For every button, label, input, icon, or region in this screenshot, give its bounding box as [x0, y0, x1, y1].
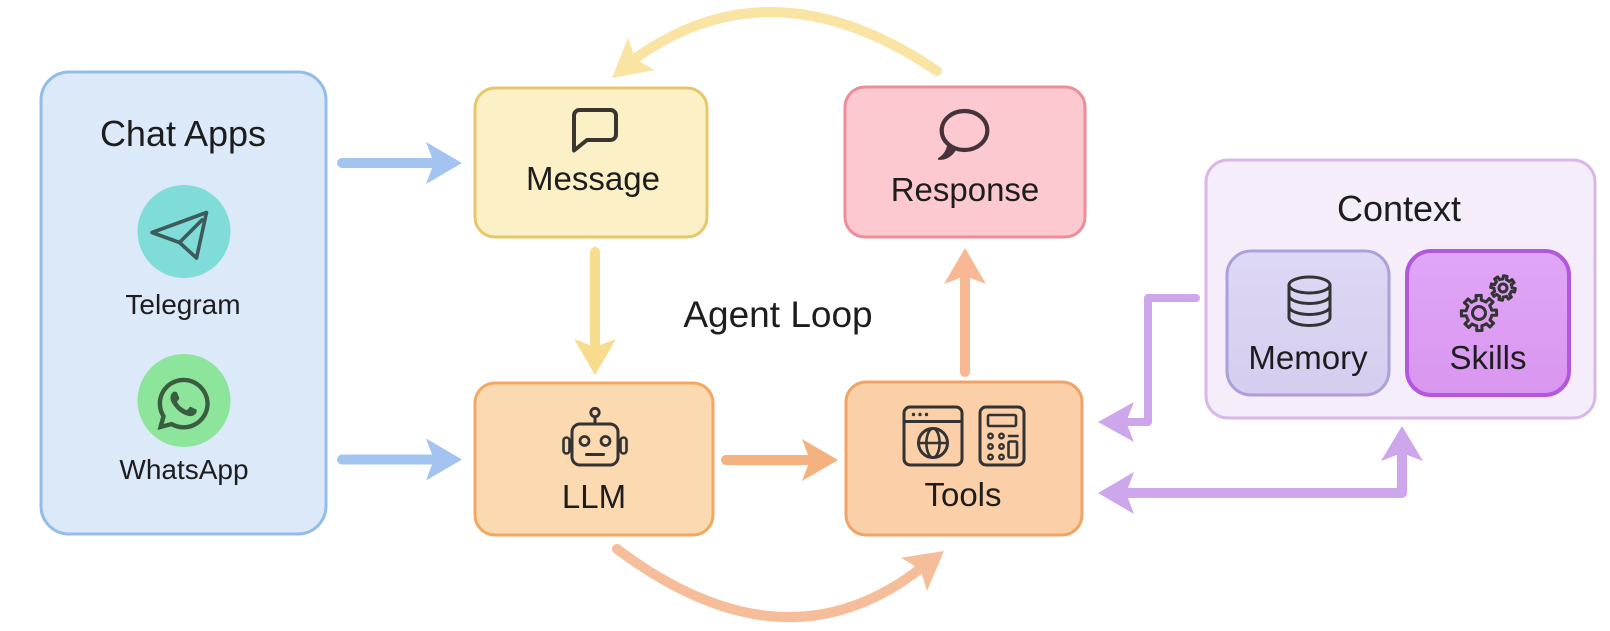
svg-text:Chat Apps: Chat Apps	[100, 113, 266, 154]
svg-text:Context: Context	[1337, 188, 1461, 229]
svg-text:WhatsApp: WhatsApp	[119, 454, 248, 485]
svg-text:Agent Loop: Agent Loop	[683, 294, 872, 335]
svg-text:Response: Response	[891, 171, 1040, 208]
svg-text:Telegram: Telegram	[125, 289, 240, 320]
svg-text:Memory: Memory	[1248, 339, 1368, 376]
svg-text:Skills: Skills	[1449, 339, 1526, 376]
svg-text:Message: Message	[526, 160, 660, 197]
svg-text:LLM: LLM	[562, 478, 626, 515]
svg-text:Tools: Tools	[924, 476, 1001, 513]
